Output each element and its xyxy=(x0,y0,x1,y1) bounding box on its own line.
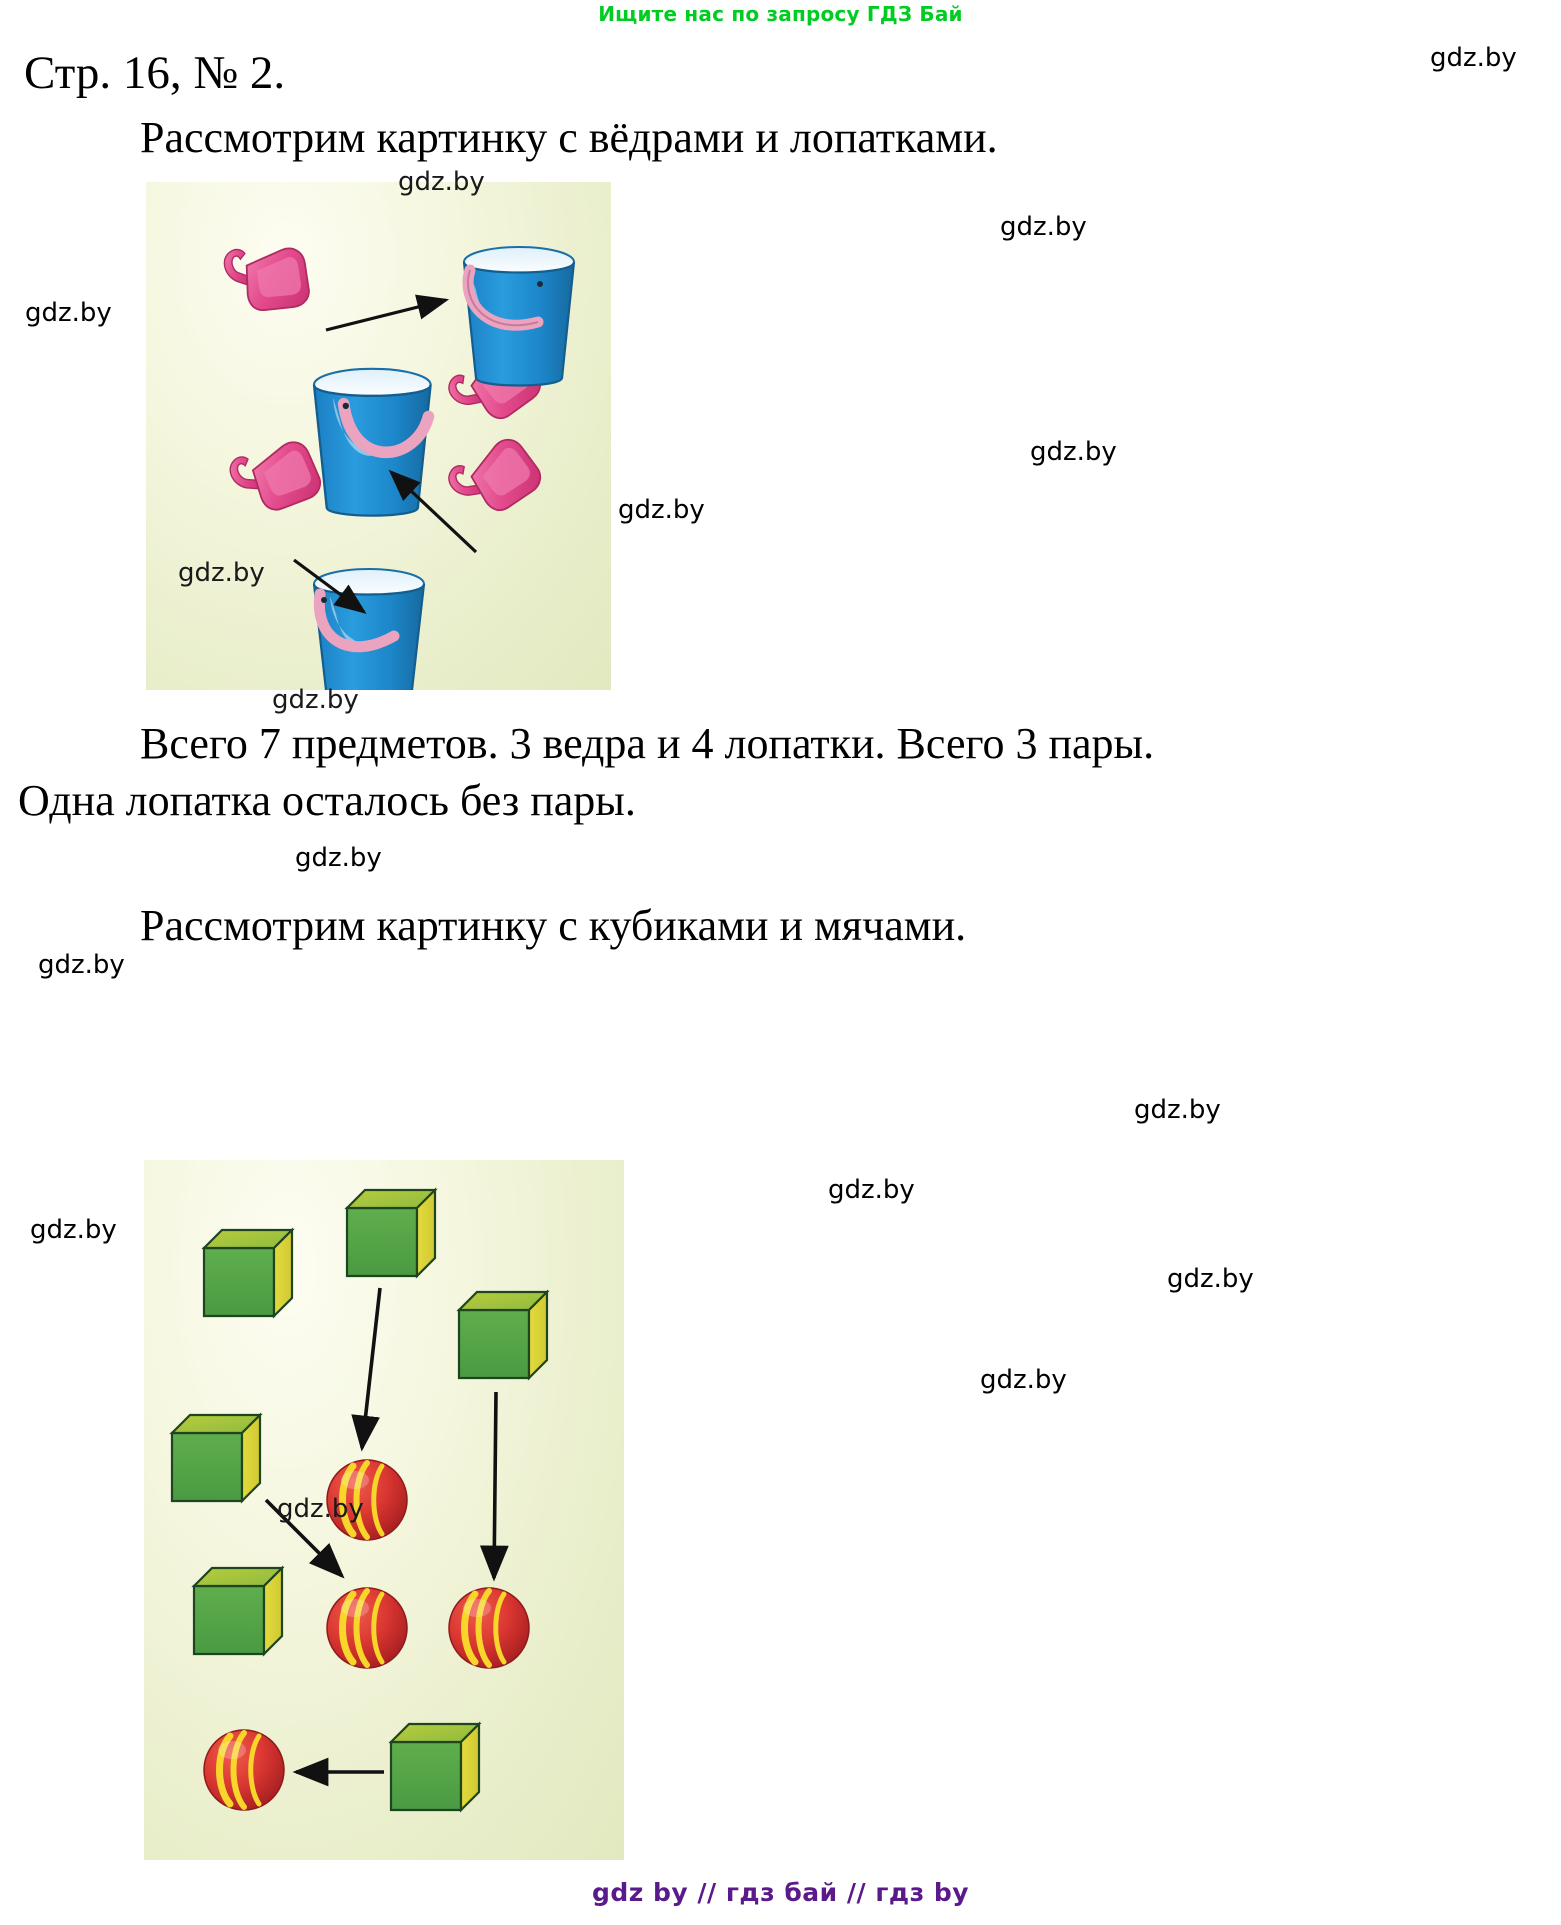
page-reference: Стр. 16, № 2. xyxy=(24,47,286,99)
instruction-line-2: Рассмотрим картинку с кубиками и мячами. xyxy=(140,901,967,950)
promo-banner: Ищите нас по запросу ГДЗ Бай xyxy=(598,2,963,26)
watermark: gdz.by xyxy=(618,495,705,525)
watermark: gdz.by xyxy=(1430,43,1517,73)
watermark: gdz.by xyxy=(295,843,382,873)
watermark: gdz.by xyxy=(38,950,125,980)
watermark: gdz.by xyxy=(828,1175,915,1205)
watermark: gdz.by xyxy=(178,558,265,588)
watermark: gdz.by xyxy=(25,298,112,328)
answer-line-1: Всего 7 предметов. 3 ведра и 4 лопатки. … xyxy=(140,719,1155,768)
watermark: gdz.by xyxy=(1000,212,1087,242)
watermark: gdz.by xyxy=(1134,1095,1221,1125)
figure-cubes-and-balls xyxy=(144,1160,624,1860)
watermark: gdz.by xyxy=(980,1365,1067,1395)
watermark: gdz.by xyxy=(398,167,485,197)
watermark: gdz.by xyxy=(1030,437,1117,467)
instruction-line-1: Рассмотрим картинку с вёдрами и лопаткам… xyxy=(140,113,998,162)
watermark: gdz.by xyxy=(272,685,359,715)
watermark: gdz.by xyxy=(30,1215,117,1245)
watermark: gdz.by xyxy=(1167,1264,1254,1294)
answer-line-2: Одна лопатка осталось без пары. xyxy=(18,776,636,825)
watermark: gdz.by xyxy=(277,1494,364,1524)
footer-watermark: gdz by // гдз бай // гдз by xyxy=(591,1878,970,1907)
figure-buckets-and-spades xyxy=(146,182,611,690)
